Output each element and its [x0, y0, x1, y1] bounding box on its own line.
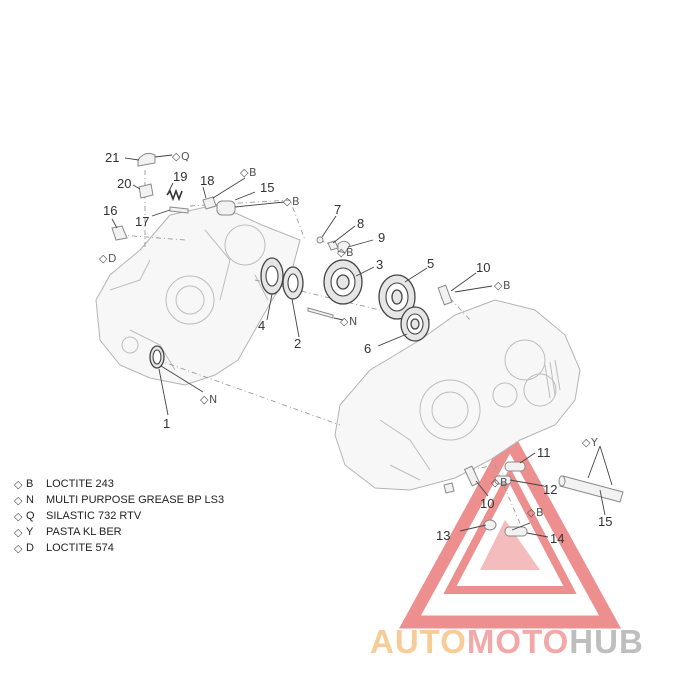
part-label-11: 11	[537, 445, 551, 460]
compound-icon: ◇	[172, 150, 181, 163]
compound-icon: ◇	[582, 436, 591, 449]
part-number-labels: 21 20 19 18 17 16 15 7 8 9 3 5 10 4 2 6 …	[103, 150, 612, 546]
bearings-and-seals	[149, 257, 430, 369]
compound-code-19: B	[249, 166, 257, 179]
legend-row: ◇ D LOCTITE 574	[14, 540, 314, 556]
part-label-3: 3	[376, 257, 383, 272]
watermark-text-moto: MOTO	[466, 623, 570, 660]
right-crankcase-half	[334, 299, 581, 491]
compound-icon: ◇	[14, 541, 23, 555]
compound-icon: ◇	[14, 477, 23, 491]
part-label-15: 15	[598, 514, 612, 529]
legend-key: B	[26, 478, 34, 490]
legend-key: Q	[26, 510, 35, 522]
compound-code-17: D	[108, 252, 116, 265]
compound-icon: ◇	[14, 509, 23, 523]
compound-icon: ◇	[99, 252, 108, 265]
legend-text: LOCTITE 574	[46, 542, 114, 554]
part-label-5: 5	[427, 256, 434, 271]
watermark-text-auto: AUTO	[370, 623, 467, 660]
legend-key: N	[26, 494, 34, 506]
part-label-4: 4	[258, 318, 265, 333]
compound-code-12: B	[500, 476, 508, 489]
legend-text: MULTI PURPOSE GREASE BP LS3	[46, 494, 225, 506]
part-label-6: 6	[364, 341, 371, 356]
legend-text: SILASTIC 732 RTV	[46, 510, 142, 522]
compound-code-9: B	[346, 246, 354, 259]
compound-icon: ◇	[200, 393, 209, 406]
legend-row: ◇ Y PASTA KL BER	[14, 524, 314, 540]
part-label-7: 7	[334, 202, 341, 217]
watermark-text-hub: HUB	[569, 623, 644, 660]
part-label-18: 17	[135, 214, 149, 229]
compound-icon: ◇	[283, 195, 292, 208]
part-label-2: 2	[294, 336, 301, 351]
compound-code-1: N	[209, 393, 217, 406]
compound-icon: ◇	[14, 525, 23, 539]
part-label-10-upper: 10	[476, 260, 490, 275]
legend-key: Y	[26, 526, 34, 538]
part-label-22: 21	[105, 150, 119, 165]
compound-code-13: B	[536, 506, 544, 519]
part-label-8: 8	[357, 216, 364, 231]
compound-icon: ◇	[14, 493, 23, 507]
compound-icon: ◇	[527, 506, 536, 519]
part-label-19: 18	[200, 173, 214, 188]
watermark-logo: AUTOMOTOHUB	[370, 622, 690, 662]
part-label-14: 14	[550, 531, 564, 546]
legend-key: D	[26, 542, 34, 554]
legend-text: PASTA KL BER	[46, 526, 122, 538]
small-parts	[111, 152, 624, 537]
compound-symbols: ◇ Q ◇ B ◇ B ◇ D ◇ B ◇ N ◇ N ◇ B ◇ Y ◇ B …	[99, 150, 598, 519]
compound-icon: ◇	[494, 279, 503, 292]
part-label-12: 12	[543, 482, 557, 497]
leader-lines	[111, 154, 613, 538]
part-label-9: 9	[378, 230, 385, 245]
compound-code-2: N	[349, 315, 357, 328]
compound-code-16: B	[292, 195, 300, 208]
legend-row: ◇ B LOCTITE 243	[14, 476, 314, 492]
compound-code-10: B	[503, 279, 511, 292]
legend-text: LOCTITE 243	[46, 478, 114, 490]
compound-code-22: Q	[181, 150, 190, 163]
part-label-16: 15	[260, 180, 274, 195]
compound-icon: ◇	[340, 315, 349, 328]
compound-icon: ◇	[491, 476, 500, 489]
part-label-17: 16	[103, 203, 117, 218]
part-label-20: 19	[173, 169, 187, 184]
compound-legend: ◇ B LOCTITE 243 ◇ N MULTI PURPOSE GREASE…	[14, 476, 314, 556]
part-label-21: 20	[117, 176, 131, 191]
part-label-10-lower: 10	[480, 496, 494, 511]
legend-row: ◇ Q SILASTIC 732 RTV	[14, 508, 314, 524]
compound-code-15: Y	[590, 436, 598, 449]
legend-row: ◇ N MULTI PURPOSE GREASE BP LS3	[14, 492, 314, 508]
part-label-1: 1	[163, 416, 170, 431]
compound-icon: ◇	[240, 166, 249, 179]
left-crankcase-half	[95, 204, 301, 386]
compound-icon: ◇	[337, 246, 346, 259]
part-label-13: 13	[436, 528, 450, 543]
